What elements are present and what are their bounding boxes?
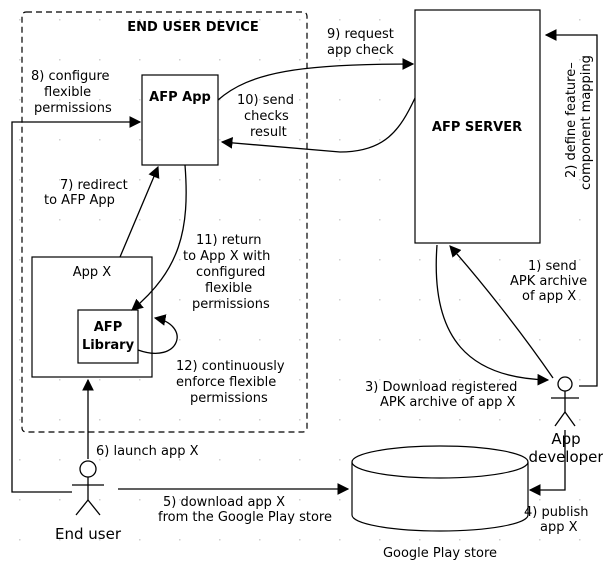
arrow-return-to-app-x (131, 164, 187, 311)
arrow-continuously-enforce (137, 314, 178, 354)
step10-line1: 10) send (237, 93, 294, 108)
step1-line2: APK archive (510, 274, 587, 289)
afp-library-box (77, 309, 139, 364)
step9-line1: 9) request (327, 27, 394, 42)
step2-line2: component mapping (579, 55, 594, 190)
step1-line1: 1) send (528, 259, 577, 274)
end-user-figure (72, 460, 104, 516)
step7-line1: 7) redirect (60, 178, 128, 193)
step9-line2: app check (327, 43, 394, 58)
arrow-download-registered-apk (435, 244, 550, 386)
step1-line3: of app X (522, 289, 576, 304)
step3-line2: APK archive of app X (380, 395, 516, 410)
step5-line1: 5) download app X (163, 495, 285, 510)
afp-app-box (141, 74, 219, 166)
step11-line5: permissions (192, 297, 270, 312)
end-user-device-title: END USER DEVICE (127, 20, 258, 35)
app-x-label: App X (73, 265, 112, 280)
step3-line1: 3) Download registered (365, 380, 517, 395)
step4-line1: 4) publish (524, 505, 588, 520)
arrow-send-checks-result (220, 97, 416, 153)
arrow-send-apk-archive (449, 245, 554, 379)
arrow-configure-permissions (11, 116, 142, 493)
step8-line1: 8) configure (31, 69, 110, 84)
step11-line2: to App X with (183, 249, 270, 264)
step11-line4: flexible (205, 281, 252, 296)
google-play-store-label: Google Play store (383, 546, 497, 561)
step10-line3: result (250, 125, 287, 140)
step11-line3: configured (196, 265, 265, 280)
step5-line2: from the Google Play store (158, 510, 332, 525)
arrow-redirect-to-afp-app (119, 165, 160, 258)
afp-library-label-line1: AFP (94, 320, 122, 335)
step7-line2: to AFP App (44, 193, 115, 208)
step2-line1: 2) define feature– (564, 62, 579, 178)
step10-line2: checks (244, 109, 289, 124)
end-user-device-boundary (21, 11, 308, 433)
arrow-request-app-check (217, 58, 415, 101)
step4-line2: app X (540, 520, 578, 535)
end-user-label: End user (55, 525, 122, 543)
step12-line2: enforce flexible (176, 375, 276, 390)
afp-server-label: AFP SERVER (432, 120, 522, 135)
afp-app-label: AFP App (149, 90, 211, 105)
step8-line2: flexible (44, 85, 91, 100)
google-play-store-cylinder (351, 445, 529, 532)
step8-line3: permissions (34, 101, 112, 116)
app-developer-label-line1: App (551, 430, 580, 448)
step12-line3: permissions (190, 391, 268, 406)
app-developer-figure (551, 376, 579, 427)
step6-line1: 6) launch app X (96, 444, 199, 459)
step12-line1: 12) continuously (176, 359, 285, 374)
step11-line1: 11) return (196, 233, 262, 248)
app-developer-label-line2: developer (528, 448, 603, 466)
arrow-publish-app-x (528, 430, 566, 496)
afp-server-box (414, 9, 541, 244)
afp-library-label-line2: Library (82, 338, 135, 353)
arrow-define-mapping (544, 29, 598, 387)
